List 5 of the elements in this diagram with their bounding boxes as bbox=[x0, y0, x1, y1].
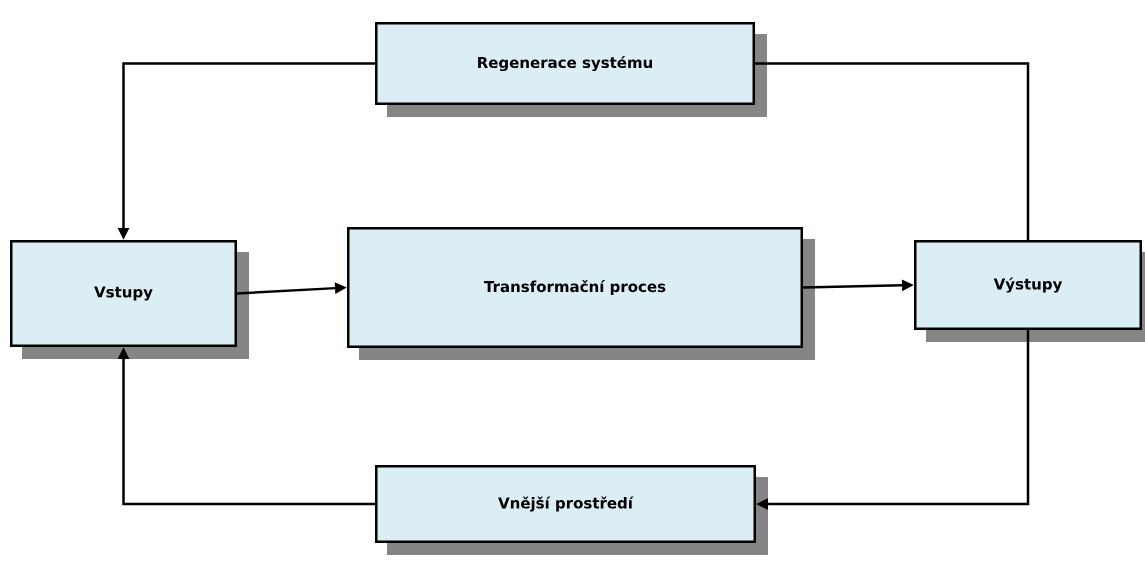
process-box: Vstupy bbox=[10, 240, 249, 359]
process-box: Transformační proces bbox=[347, 227, 815, 360]
process-box: Regenerace systému bbox=[375, 22, 767, 117]
process-box: Výstupy bbox=[914, 240, 1145, 342]
process-box: Vnější prostředí bbox=[375, 465, 768, 555]
